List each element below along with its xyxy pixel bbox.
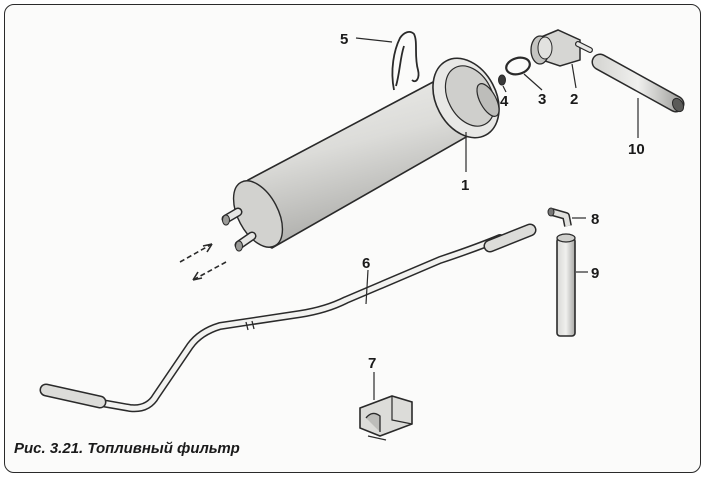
figure-caption: Рис. 3.21. Топливный фильтр (14, 440, 240, 457)
callout-3: 3 (538, 91, 546, 108)
leader-lines (355, 37, 639, 400)
figure-frame (4, 4, 701, 473)
spring-clip (391, 31, 420, 91)
callout-7: 7 (368, 355, 376, 372)
fuel-hose-10 (591, 53, 685, 113)
holder-clip (359, 395, 413, 441)
fuel-hose-9 (556, 233, 576, 337)
filter-body (232, 57, 500, 249)
callout-4: 4 (500, 93, 509, 110)
small-washer (498, 74, 506, 86)
callout-2: 2 (570, 91, 578, 108)
inlet-outlet-nipples (221, 207, 257, 252)
elbow-connector (547, 207, 572, 227)
callout-10: 10 (628, 141, 645, 158)
callout-labels: 1 2 3 4 5 6 7 8 9 10 (340, 31, 645, 372)
sealing-ring (505, 56, 531, 76)
callout-6: 6 (362, 255, 370, 272)
pressure-regulator (530, 29, 593, 67)
flow-arrows (179, 243, 227, 281)
callout-9: 9 (591, 265, 599, 282)
callout-8: 8 (591, 211, 599, 228)
callout-5: 5 (340, 31, 348, 48)
callout-1: 1 (461, 177, 469, 194)
fuel-line (39, 223, 537, 413)
